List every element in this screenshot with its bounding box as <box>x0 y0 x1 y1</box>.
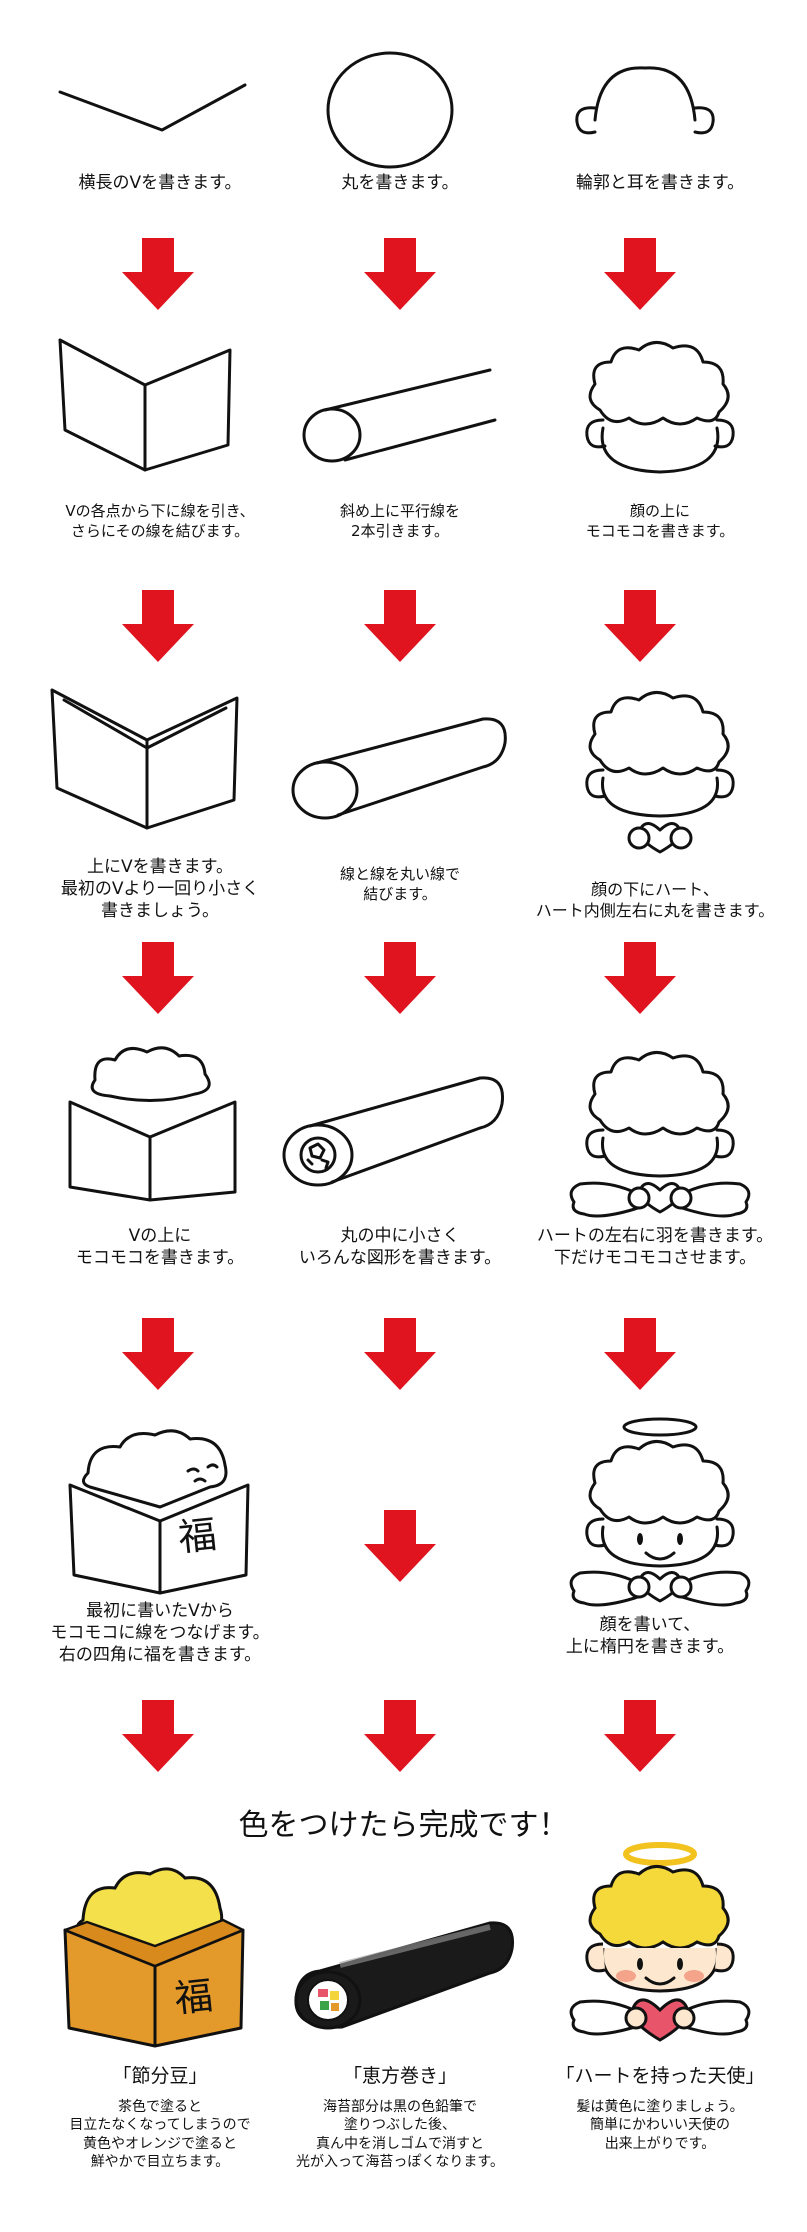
arrow-down-icon <box>364 1318 436 1390</box>
arrow-down-icon <box>364 238 436 310</box>
final-item-name: 「節分豆」 <box>112 2065 208 2087</box>
arrow-down-icon <box>122 238 194 310</box>
step-illustration <box>575 66 715 135</box>
arrow-down-icon <box>122 590 194 662</box>
step-illustration <box>569 1417 751 1607</box>
final-item-note: 茶色で塗ると 目立たなくなってしまうので 黄色やオレンジで塗ると 鮮やかで目立ち… <box>69 2099 251 2171</box>
step-caption: 顔の下にハート、 ハート内側左右に丸を書きます。 <box>535 880 775 920</box>
step-illustration <box>291 717 507 820</box>
arrow-down-icon <box>122 942 194 1014</box>
step-illustration <box>282 1076 505 1187</box>
arrow-down-icon <box>122 1700 194 1772</box>
final-item-note: 海苔部分は黒の色鉛筆で 塗りつぶした後、 真ん中を消しゴムで消すと 光が入って海… <box>296 2099 504 2171</box>
step-illustration <box>68 1046 237 1202</box>
step-caption: ハートの左右に羽を書きます。 下だけモコモコさせます。 <box>536 1226 774 1269</box>
final-item-note: 髪は黄色に塗りましょう。 簡単にかわいい天使の 出来上がりです。 <box>576 2099 744 2152</box>
ehomaki-colored <box>294 1921 515 2030</box>
completion-title: 色をつけたら完成です！ <box>238 1808 569 1843</box>
step-caption: 上にVを書きます。 最初のVより一回り小さく 書きましょう。 <box>60 857 260 922</box>
step-illustration <box>302 368 497 463</box>
step-caption: 横長のVを書きます。 <box>78 173 242 193</box>
arrow-down-icon <box>604 1700 676 1772</box>
step-caption: 最初に書いたVから モコモコに線をつなげます。 右の四角に福を書きます。 <box>50 1601 270 1666</box>
step-illustration <box>58 83 247 132</box>
arrow-down-icon <box>364 590 436 662</box>
step-caption: 顔の上に モコモコを書きます。 <box>585 502 735 540</box>
step-caption: 斜め上に平行線を 2本引きます。 <box>339 502 460 540</box>
step-caption: 顔を書いて、 上に楕円を書きます。 <box>565 1615 735 1658</box>
step-illustration <box>326 51 454 169</box>
arrow-down-icon <box>604 942 676 1014</box>
arrow-down-icon <box>122 1318 194 1390</box>
angel-colored <box>569 1842 751 2042</box>
arrow-down-icon <box>364 1700 436 1772</box>
step-caption: 輪郭と耳を書きます。 <box>575 173 745 193</box>
step-illustration <box>58 338 232 472</box>
step-illustration <box>585 341 735 474</box>
step-caption: 線と線を丸い線で 結びます。 <box>339 865 460 903</box>
step-caption: Vの各点から下に線を引き、 さらにその線を結びます。 <box>65 502 255 540</box>
arrow-down-icon <box>364 1510 436 1582</box>
fuku-kanji-colored: 福 <box>172 1973 214 2021</box>
arrow-down-icon <box>604 590 676 662</box>
step-caption: 丸を書きます。 <box>341 173 459 193</box>
final-item-name: 「恵方巻き」 <box>342 2065 457 2087</box>
final-item-name: 「ハートを持った天使」 <box>555 2065 765 2087</box>
step-illustration <box>50 688 239 830</box>
step-illustration <box>68 1429 250 1595</box>
arrow-down-icon <box>604 238 676 310</box>
fuku-kanji: 福 <box>176 1512 219 1560</box>
step-illustration <box>569 1051 751 1218</box>
arrow-down-icon <box>604 1318 676 1390</box>
step-caption: 丸の中に小さく いろんな図形を書きます。 <box>298 1226 502 1269</box>
arrow-down-icon <box>364 942 436 1014</box>
step-illustration <box>585 691 735 854</box>
step-caption: Vの上に モコモコを書きます。 <box>75 1226 245 1269</box>
masu-box-colored: 福 <box>63 1867 245 2048</box>
